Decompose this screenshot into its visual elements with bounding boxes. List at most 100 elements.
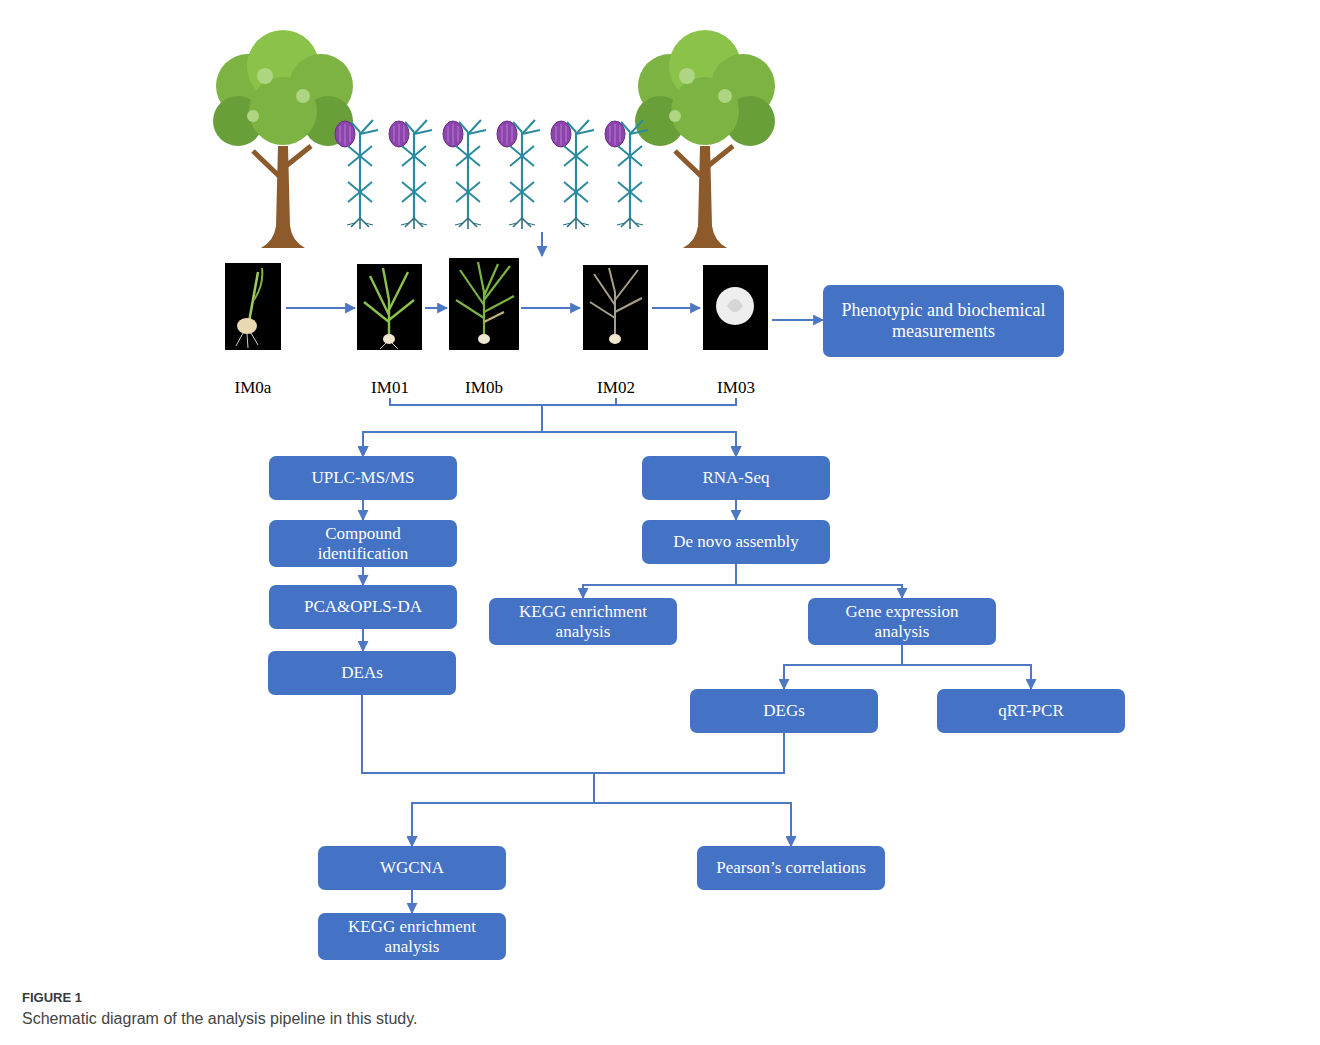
- box-text: qRT-PCR: [998, 701, 1063, 721]
- box-text: Gene expression analysis: [818, 602, 986, 641]
- box-text: DEGs: [763, 701, 805, 721]
- illustration-part: [605, 120, 648, 229]
- illustration-part: [237, 318, 257, 334]
- flow-arrow: [521, 307, 580, 309]
- flow-arrow: [363, 398, 736, 456]
- flow-arrow: [594, 733, 791, 846]
- box-text: KEGG enrichment analysis: [328, 917, 496, 956]
- stage-label: IM02: [597, 379, 635, 398]
- flow-arrow: [390, 398, 736, 456]
- stage-photo: IM0a: [220, 263, 286, 398]
- illustration-part: [383, 334, 395, 344]
- illustration-part: [449, 258, 519, 350]
- photo-im0b: [449, 258, 519, 350]
- flow-arrow: [412, 733, 784, 846]
- flow-arrow: [735, 500, 737, 520]
- process-box: Phenotypic and biochemical measurements: [823, 285, 1064, 357]
- illustration-part: [254, 268, 262, 300]
- illustration-part: [609, 334, 621, 344]
- flow-arrow: [542, 398, 736, 456]
- process-box: UPLC-MS/MS: [269, 456, 457, 500]
- flow-arrow: [583, 564, 736, 598]
- illustration-part: [484, 312, 504, 322]
- stage-label: IM03: [717, 379, 755, 398]
- illustration-part: [590, 268, 642, 336]
- flow-arrow: [736, 564, 902, 598]
- process-box: PCA&OPLS-DA: [269, 585, 457, 629]
- stage-label: IM01: [371, 379, 409, 398]
- illustration-part: [380, 343, 398, 349]
- box-text: Phenotypic and biochemical measurements: [833, 300, 1054, 341]
- illustration-part: [364, 268, 414, 336]
- flow-arrow: [411, 890, 413, 913]
- illustration-part: [389, 120, 432, 229]
- stage-label: IM0a: [235, 379, 272, 398]
- photo-im01: [357, 264, 422, 350]
- flower-row: [335, 120, 648, 229]
- process-box: Pearson’s correlations: [697, 846, 885, 890]
- flow-arrow: [784, 645, 902, 689]
- illustration-part: [497, 120, 540, 229]
- illustration-part: [703, 265, 768, 350]
- illustration-part: [727, 299, 743, 312]
- illustration-part: [236, 333, 258, 348]
- process-box: KEGG enrichment analysis: [318, 913, 506, 960]
- process-box: WGCNA: [318, 846, 506, 890]
- box-text: KEGG enrichment analysis: [499, 602, 667, 641]
- illustration-part: [635, 30, 775, 248]
- tree-left: [213, 30, 353, 248]
- illustration-part: [335, 120, 378, 229]
- flow-arrow: [425, 307, 447, 309]
- flow-arrow: [902, 645, 1031, 689]
- illustration-part: [443, 120, 486, 229]
- flow-arrow: [542, 398, 736, 456]
- process-box: qRT-PCR: [937, 689, 1125, 733]
- box-text: Pearson’s correlations: [716, 858, 866, 878]
- process-box: RNA-Seq: [642, 456, 830, 500]
- illustration-part: [225, 263, 281, 350]
- box-text: De novo assembly: [673, 532, 799, 552]
- flow-arrow: [363, 398, 542, 456]
- flow-arrow: [363, 398, 616, 456]
- sampling-arrow: [541, 232, 543, 256]
- box-text: UPLC-MS/MS: [312, 468, 415, 488]
- illustration-part: [551, 120, 594, 229]
- stage-photo: IM0b: [447, 258, 521, 398]
- flow-arrow: [652, 307, 700, 309]
- illustration-part: [213, 30, 353, 248]
- stage-photo: IM02: [580, 265, 652, 398]
- photo-im02: [583, 265, 648, 350]
- figure-label: FIGURE 1: [22, 990, 82, 1005]
- illustration-part: [456, 262, 514, 336]
- process-box: De novo assembly: [642, 520, 830, 564]
- photo-im03: [703, 265, 768, 350]
- stage-label: IM0b: [465, 379, 503, 398]
- flow-arrow: [772, 319, 823, 321]
- stage-photo: IM03: [700, 265, 772, 398]
- process-box: Compound identification: [269, 520, 457, 567]
- figure-caption: Schematic diagram of the analysis pipeli…: [22, 1010, 1292, 1028]
- box-text: Compound identification: [279, 524, 447, 563]
- box-text: DEAs: [341, 663, 383, 683]
- tree-right: [635, 30, 775, 248]
- illustration-part: [716, 287, 754, 325]
- box-text: PCA&OPLS-DA: [304, 597, 422, 617]
- flow-arrow: [362, 567, 364, 585]
- flow-arrow: [286, 307, 355, 309]
- flow-arrow: [362, 629, 364, 651]
- illustration-part: [478, 334, 490, 344]
- illustration-part: [357, 264, 422, 350]
- process-box: KEGG enrichment analysis: [489, 598, 677, 645]
- flow-arrow: [362, 695, 594, 846]
- box-text: WGCNA: [380, 858, 444, 878]
- process-box: DEAs: [268, 651, 456, 695]
- illustration-part: [583, 265, 648, 350]
- box-text: RNA-Seq: [702, 468, 769, 488]
- photo-im0a: [225, 263, 281, 350]
- stage-photo: IM01: [355, 264, 425, 398]
- flow-arrow: [362, 500, 364, 520]
- process-box: Gene expression analysis: [808, 598, 996, 645]
- process-box: DEGs: [690, 689, 878, 733]
